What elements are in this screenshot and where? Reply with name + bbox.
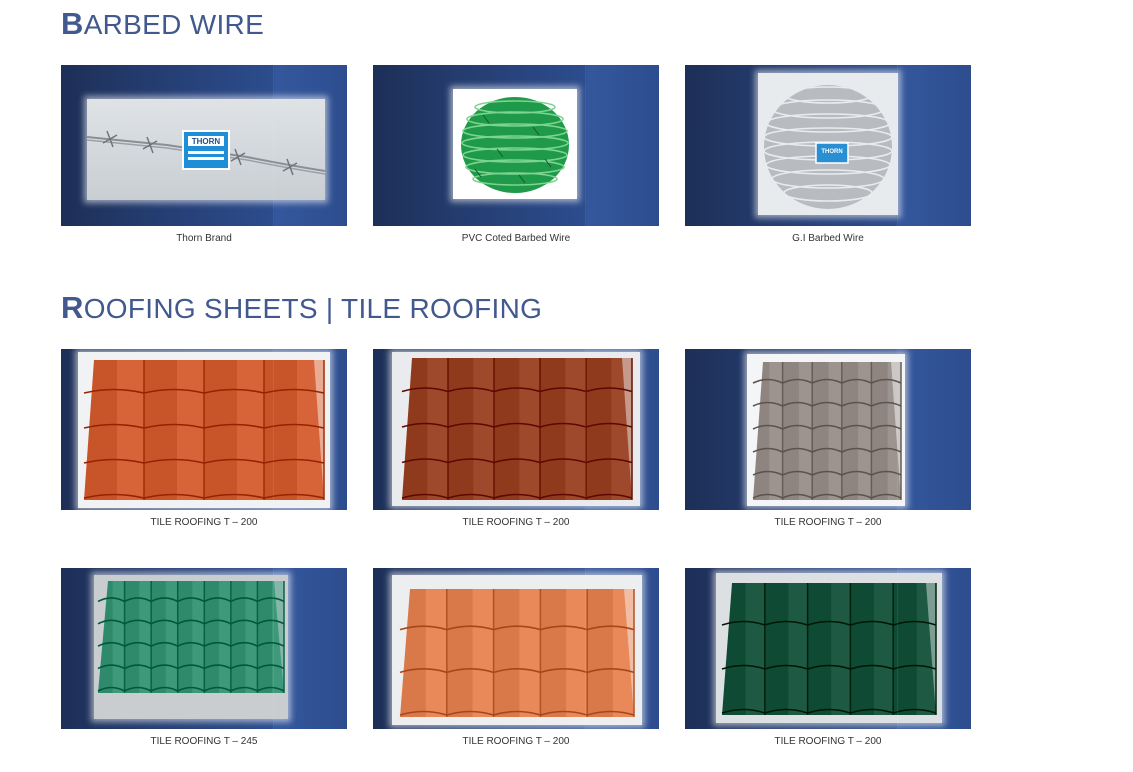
roof-step-line <box>97 664 285 670</box>
roof-rib-highlight <box>611 358 632 500</box>
roof-step-line <box>752 378 902 384</box>
roof-step-line <box>401 422 633 428</box>
roof-rib-highlight <box>858 362 872 500</box>
roof-rib-highlight <box>192 581 205 693</box>
roof-step-line <box>83 458 325 464</box>
roof-step-line <box>97 619 285 625</box>
product-image-pvc-coted-barbed-wire[interactable] <box>373 65 659 226</box>
roof-rib-highlight <box>117 360 144 500</box>
product-image-tile-roofing[interactable] <box>61 568 347 729</box>
roof-rib-highlight <box>769 362 783 500</box>
roof-rib-highlight <box>788 583 808 715</box>
product-caption: PVC Coted Barbed Wire <box>461 233 571 244</box>
product-card-tile-roofing[interactable]: TILE ROOFING T – 245 <box>61 568 347 747</box>
roof-step-line <box>401 458 633 464</box>
roof-step-line <box>752 447 902 453</box>
roof-rib-highlight <box>472 589 494 717</box>
product-card-tile-roofing[interactable]: TILE ROOFING T – 200 <box>685 349 971 528</box>
roof-rib-highlight <box>519 358 540 500</box>
product-image-tile-roofing[interactable] <box>685 568 971 729</box>
roof-step-line <box>97 686 285 692</box>
roof-rib-highlight <box>218 581 231 693</box>
roof-step-line <box>83 388 325 394</box>
product-image-tile-roofing[interactable] <box>685 349 971 510</box>
product-caption: TILE ROOFING T – 200 <box>150 517 258 528</box>
product-card-thorn-brand[interactable]: THORN Thorn Brand <box>61 65 347 244</box>
roof-rib-highlight <box>828 362 842 500</box>
roof-rib-highlight <box>916 583 936 715</box>
product-card-gi-barbed-wire[interactable]: THORN G.I Barbed Wire <box>685 65 971 244</box>
roof-step-line <box>83 493 325 499</box>
roof-sheet-illustration <box>721 583 937 715</box>
roof-rib-highlight <box>831 583 851 715</box>
roof-rib-highlight <box>473 358 494 500</box>
roof-step-line <box>752 401 902 407</box>
roof-rib-highlight <box>566 589 588 717</box>
roof-step-line <box>97 597 285 603</box>
roof-sheet-illustration <box>401 358 633 500</box>
roof-step-line <box>399 668 635 674</box>
product-image-tile-roofing[interactable] <box>61 349 347 510</box>
roof-step-line <box>401 493 633 499</box>
roof-step-line <box>752 470 902 476</box>
product-card-tile-roofing[interactable]: TILE ROOFING T – 200 <box>373 568 659 747</box>
thorn-tag-text: THORN <box>192 137 221 146</box>
roof-rib-highlight <box>745 583 765 715</box>
roof-sheet-illustration <box>83 360 325 500</box>
roof-sheet-illustration <box>97 581 285 693</box>
roof-rib-highlight <box>245 581 258 693</box>
product-card-tile-roofing[interactable]: TILE ROOFING T – 200 <box>373 349 659 528</box>
roof-rib-highlight <box>237 360 264 500</box>
roof-rib-highlight <box>272 581 284 693</box>
product-caption: TILE ROOFING T – 200 <box>774 736 882 747</box>
product-caption: TILE ROOFING T – 200 <box>462 736 570 747</box>
product-card-pvc-coted-barbed-wire[interactable]: PVC Coted Barbed Wire <box>373 65 659 244</box>
roof-rib-highlight <box>565 358 586 500</box>
roof-rib-highlight <box>612 589 634 717</box>
roof-rib-highlight <box>177 360 204 500</box>
product-caption: TILE ROOFING T – 200 <box>462 517 570 528</box>
product-caption: Thorn Brand <box>176 233 232 244</box>
product-caption: TILE ROOFING T – 200 <box>774 517 882 528</box>
section-title-barbed-wire: BARBED WIRE <box>61 6 265 41</box>
roof-step-line <box>399 625 635 631</box>
thorn-tag-text: THORN <box>821 149 842 155</box>
roof-step-line <box>97 641 285 648</box>
roof-rib-highlight <box>427 358 448 500</box>
roof-rib-highlight <box>873 583 894 715</box>
product-caption: G.I Barbed Wire <box>792 233 864 244</box>
roof-rib-highlight <box>297 360 324 500</box>
product-caption: TILE ROOFING T – 245 <box>150 736 258 747</box>
product-card-tile-roofing[interactable]: TILE ROOFING T – 200 <box>685 568 971 747</box>
roof-step-line <box>401 387 633 393</box>
roof-sheet-illustration <box>399 589 635 717</box>
roof-step-line <box>83 423 325 429</box>
roof-step-line <box>752 493 902 499</box>
roof-rib-highlight <box>425 589 447 717</box>
roof-rib-highlight <box>165 581 178 693</box>
roof-rib-highlight <box>139 581 152 693</box>
roof-rib-highlight <box>798 362 813 500</box>
roof-step-line <box>752 424 902 430</box>
product-image-tile-roofing[interactable] <box>373 568 659 729</box>
roof-step-line <box>399 710 635 716</box>
product-card-tile-roofing[interactable]: TILE ROOFING T – 200 <box>61 349 347 528</box>
roof-sheet-illustration <box>752 362 902 500</box>
roof-rib-highlight <box>112 581 125 693</box>
roof-rib-highlight <box>519 589 541 717</box>
section-title-roofing-sheets: ROOFING SHEETS | TILE ROOFING <box>61 290 543 325</box>
product-image-gi-barbed-wire[interactable]: THORN <box>685 65 971 226</box>
product-image-thorn-brand[interactable]: THORN <box>61 65 347 226</box>
product-image-tile-roofing[interactable] <box>373 349 659 510</box>
